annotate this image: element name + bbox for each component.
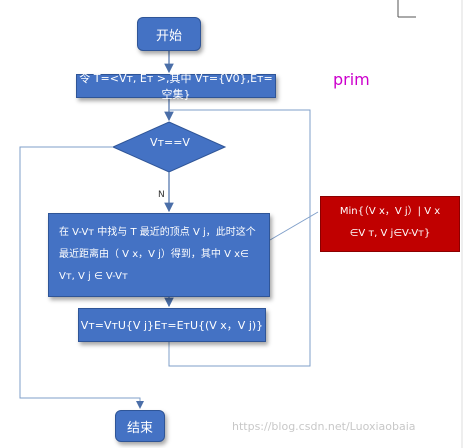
start-label: 开始 xyxy=(155,28,182,44)
find-nearest-node: 在 V-Vт 中找与 T 最近的顶点 V j，此时这个 最近距离由（ V x，V… xyxy=(48,213,270,297)
init-node: 令 T=<Vт, Eт >,其中 Vт={V0},Eт= 空集} xyxy=(76,72,276,101)
init-label: 令 T=<Vт, Eт >,其中 Vт={V0},Eт= 空集} xyxy=(79,72,273,101)
step1-line-3: Vт, V j ∈ V-Vт xyxy=(59,271,128,282)
step1-line-1: 在 V-Vт 中找与 T 最近的顶点 V j，此时这个 xyxy=(59,227,256,238)
end-label: 结束 xyxy=(126,420,153,436)
condition-label: Vт==V xyxy=(150,136,190,149)
yes-branch-connector xyxy=(19,146,144,409)
watermark-text: https://blog.csdn.net/Luoxiaobaia xyxy=(232,420,416,433)
start-node: 开始 xyxy=(137,17,201,51)
loop-back-connector xyxy=(168,109,311,367)
prim-title: prim xyxy=(333,70,370,89)
step1-line-2: 最近距离由（ V x，V j）得到，其中 V x∈ xyxy=(59,249,249,260)
min-line-2: ∈V т, V j∈V-Vт} xyxy=(349,228,431,239)
no-branch-label: N xyxy=(158,190,165,200)
step1-to-min-connector xyxy=(269,211,319,241)
min-line-1: Min{（V x，V j）| V x xyxy=(339,206,441,217)
end-node: 结束 xyxy=(115,410,165,442)
min-edge-note: Min{（V x，V j）| V x ∈V т, V j∈V-Vт} xyxy=(320,196,460,252)
update-tree-node: Vт=VтU{V j}Eт=EтU{(V x，V j)} xyxy=(78,308,266,342)
step2-label: Vт=VтU{V j}Eт=EтU{(V x，V j)} xyxy=(80,319,264,332)
